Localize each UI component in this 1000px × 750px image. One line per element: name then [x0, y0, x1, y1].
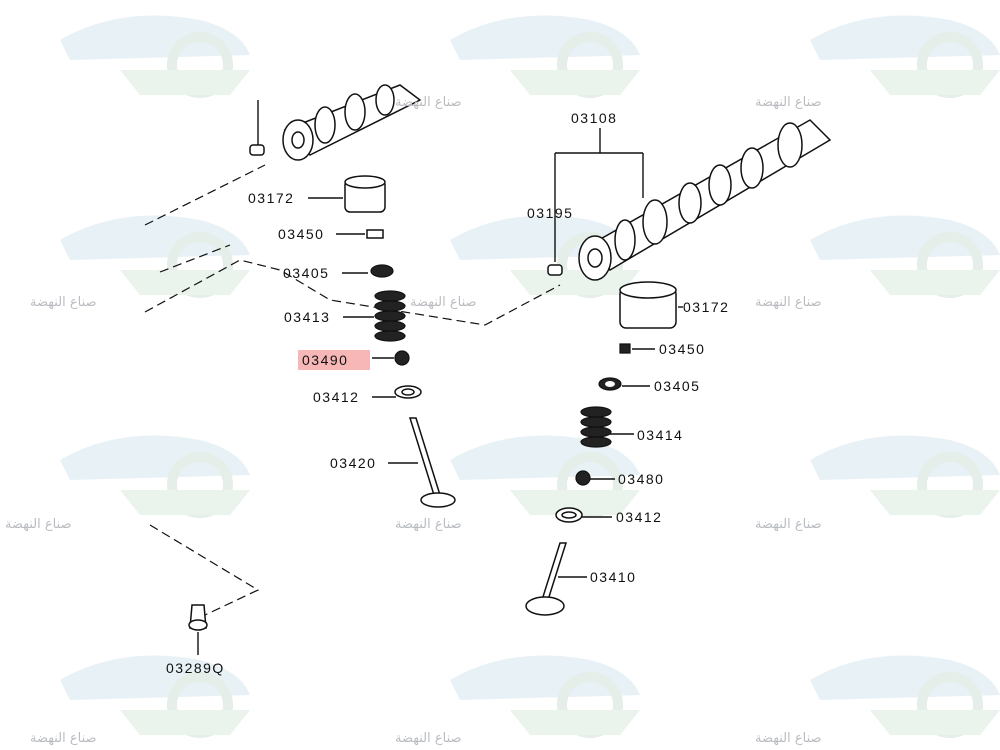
part-label-03412-right[interactable]: 03412 [616, 509, 662, 525]
watermark-text: صناع النهضة [5, 517, 72, 532]
part-label-03108[interactable]: 03108 [571, 110, 617, 126]
part-label-03413[interactable]: 03413 [284, 309, 330, 325]
part-label-03480[interactable]: 03480 [618, 471, 664, 487]
part-label-03420[interactable]: 03420 [330, 455, 376, 471]
watermark-text: صناع النهضة [30, 731, 97, 746]
part-label-03410[interactable]: 03410 [590, 569, 636, 585]
right-camshaft [547, 119, 832, 281]
watermark-text: صناع النهضة [755, 517, 822, 532]
part-label-03450-right[interactable]: 03450 [659, 341, 705, 357]
part-label-03405-left[interactable]: 03405 [283, 265, 329, 281]
left-camshaft [249, 84, 422, 161]
part-label-03172-right[interactable]: 03172 [683, 299, 729, 315]
spring-icon [374, 290, 406, 342]
watermark-text: صناع النهضة [395, 517, 462, 532]
watermark-text: صناع النهضة [395, 731, 462, 746]
assembly-lines [144, 164, 561, 616]
watermark-text: صناع النهضة [30, 295, 97, 310]
highlight-03490 [298, 350, 370, 370]
part-label-03405-right[interactable]: 03405 [654, 378, 700, 394]
watermark-layer [60, 16, 1000, 736]
watermark-text: صناع النهضة [755, 731, 822, 746]
part-label-03195[interactable]: 03195 [527, 205, 573, 221]
part-label-03172-left[interactable]: 03172 [248, 190, 294, 206]
watermark-text: صناع النهضة [755, 295, 822, 310]
watermark-text: صناع النهضة [410, 295, 477, 310]
part-label-03450-left[interactable]: 03450 [278, 226, 324, 242]
left-valve-train [188, 175, 456, 655]
spring-icon [580, 406, 612, 448]
watermark-text: صناع النهضة [395, 95, 462, 110]
watermark-text: صناع النهضة [755, 95, 822, 110]
part-label-03289Q[interactable]: 03289Q [166, 660, 225, 676]
right-valve-train [525, 128, 683, 616]
part-label-03414[interactable]: 03414 [637, 427, 683, 443]
part-label-03412-left[interactable]: 03412 [313, 389, 359, 405]
watermark-logo [60, 15, 250, 98]
watermark-text-layer: صناع النهضة صناع النهضة صناع النهضة صناع… [5, 95, 822, 746]
part-label-03490[interactable]: 03490 [302, 352, 348, 368]
